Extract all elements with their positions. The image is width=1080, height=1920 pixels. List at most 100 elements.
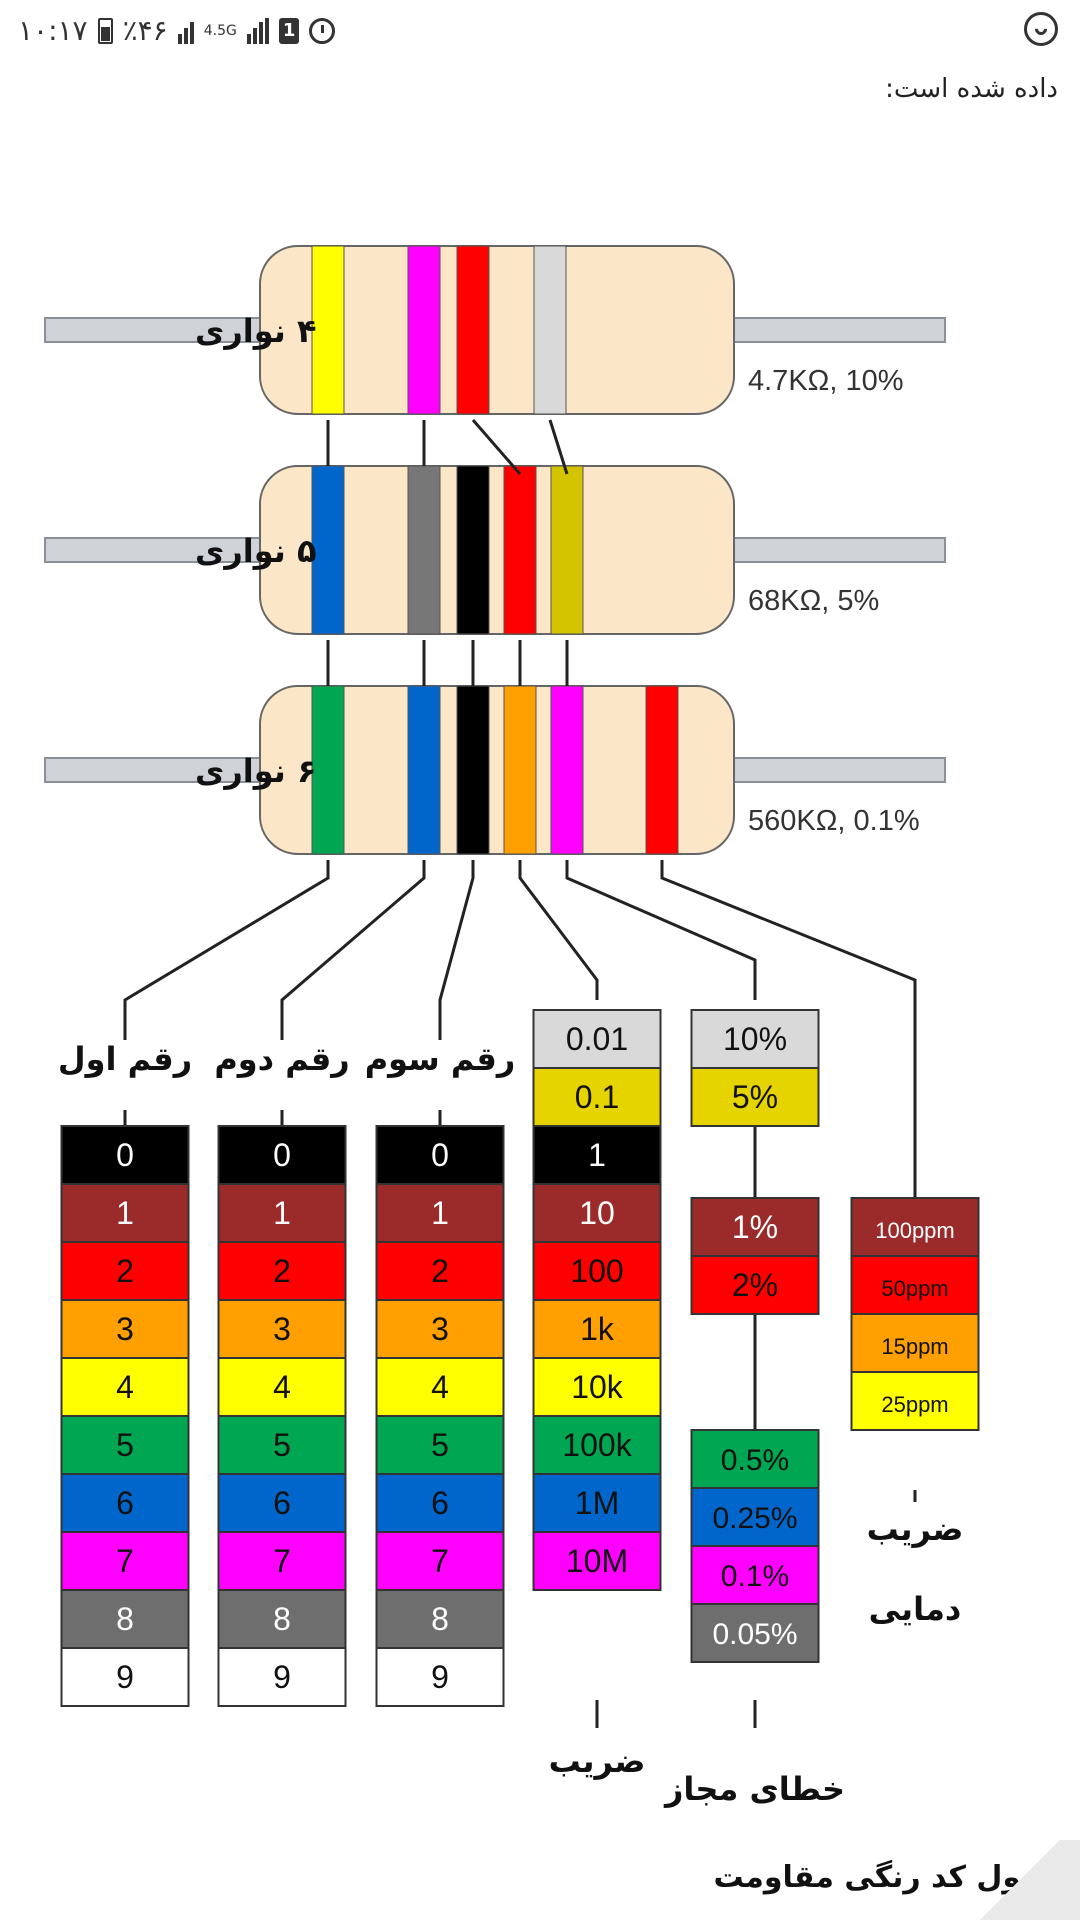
table-cell <box>60 1531 190 1591</box>
whatsapp-icon <box>1024 12 1058 46</box>
color-band <box>503 685 537 855</box>
connector-line <box>280 860 426 1040</box>
cell-value: 3 <box>431 1311 449 1347</box>
cell-value: 15ppm <box>881 1334 948 1359</box>
cell-value: 0.5% <box>721 1444 789 1477</box>
table-cell <box>217 1531 347 1591</box>
table-cell <box>375 1415 505 1475</box>
cell-value: 9 <box>431 1659 449 1695</box>
color-band <box>456 245 490 415</box>
cell-value: 0.1 <box>575 1079 619 1115</box>
cell-value: 10 <box>579 1195 615 1231</box>
table-cell <box>690 1009 820 1069</box>
cell-value: 0.05% <box>712 1618 797 1651</box>
cell-value: 0.01 <box>566 1021 628 1057</box>
clock: ۱۰:۱۷ <box>18 14 88 47</box>
resistor-waist <box>360 696 640 844</box>
tolerance-column-top: 10% 5% <box>690 1009 820 1127</box>
resistor-value: 68KΩ, 5% <box>748 585 879 617</box>
cell-value: 0 <box>273 1137 291 1173</box>
connector-line <box>518 860 599 1000</box>
cell-value: 2 <box>273 1253 291 1289</box>
cell-value: 100 <box>570 1253 623 1289</box>
color-band <box>456 465 490 635</box>
color-band <box>550 685 584 855</box>
cell-value: 2% <box>732 1267 778 1303</box>
table-cell <box>690 1545 820 1605</box>
table-cell <box>532 1357 662 1417</box>
second-digit-label: رقم دوم <box>214 1040 349 1078</box>
cell-value: 4 <box>116 1369 134 1405</box>
table-cell <box>532 1009 662 1069</box>
color-band <box>645 685 679 855</box>
connector-line <box>548 419 569 475</box>
cell-value: 0 <box>116 1137 134 1173</box>
cell-value: 8 <box>431 1601 449 1637</box>
battery-percent: ٪۴۶ <box>122 14 168 47</box>
connector-line <box>438 860 475 1040</box>
tolerance-column-bottom: 0.5% 0.25% 0.1% 0.05% <box>690 1429 820 1663</box>
status-bar: ۱۰:۱۷ ٪۴۶ 4.5G 1 <box>0 0 1080 62</box>
table-cell <box>850 1255 980 1315</box>
battery-icon <box>97 17 113 44</box>
resistor-waist <box>360 256 640 404</box>
cell-value: 8 <box>116 1601 134 1637</box>
cell-value: 10k <box>571 1369 624 1405</box>
color-band <box>533 245 567 415</box>
cell-value: 5 <box>431 1427 449 1463</box>
table-cell <box>690 1067 820 1127</box>
table-cell <box>532 1067 662 1127</box>
table-cell <box>850 1313 980 1373</box>
cell-value: 1% <box>732 1209 778 1245</box>
cell-value: 5% <box>732 1079 778 1115</box>
cell-value: 25ppm <box>881 1392 948 1417</box>
cell-value: 100k <box>562 1427 632 1463</box>
table-cell <box>375 1357 505 1417</box>
article-text: داده شده است: <box>885 74 1058 104</box>
table-cell <box>375 1125 505 1185</box>
cell-value: 10% <box>723 1021 787 1057</box>
cell-value: 1M <box>575 1485 619 1521</box>
cell-value: 0.25% <box>712 1502 797 1535</box>
table-cell <box>532 1125 662 1185</box>
cell-value: 9 <box>116 1659 134 1695</box>
color-band <box>407 465 441 635</box>
table-cell <box>375 1473 505 1533</box>
table-cell <box>375 1183 505 1243</box>
cell-value: 9 <box>273 1659 291 1695</box>
network-type: 4.5G <box>203 22 237 39</box>
cell-value: 1 <box>431 1195 449 1231</box>
color-band <box>311 245 345 415</box>
cell-value: 8 <box>273 1601 291 1637</box>
resistor-label: ۴ نواری <box>195 312 316 350</box>
connector-line <box>660 860 917 1198</box>
color-band <box>311 465 345 635</box>
table-cell <box>217 1647 347 1707</box>
cell-value: 0 <box>431 1137 449 1173</box>
table-cell <box>532 1473 662 1533</box>
table-cell <box>217 1241 347 1301</box>
table-cell <box>532 1241 662 1301</box>
tolerance-label: خطای مجاز <box>663 1770 845 1808</box>
resistor-value: 560KΩ, 0.1% <box>748 805 920 837</box>
first-digit-label: رقم اول <box>58 1040 192 1078</box>
table-cell <box>217 1125 347 1185</box>
table-cell <box>375 1589 505 1649</box>
alarm-icon <box>309 17 336 44</box>
cell-value: 6 <box>116 1485 134 1521</box>
table-cell <box>60 1589 190 1649</box>
resistor-waist <box>360 476 640 624</box>
cell-value: 2 <box>116 1253 134 1289</box>
cell-value: 3 <box>273 1311 291 1347</box>
color-band <box>407 245 441 415</box>
cell-value: 1k <box>580 1311 615 1347</box>
table-cell <box>60 1241 190 1301</box>
signal-icon <box>177 18 194 44</box>
table-cell <box>690 1429 820 1489</box>
cell-value: 10M <box>566 1543 628 1579</box>
cell-value: 1 <box>273 1195 291 1231</box>
cell-value: 0.1% <box>721 1560 789 1593</box>
